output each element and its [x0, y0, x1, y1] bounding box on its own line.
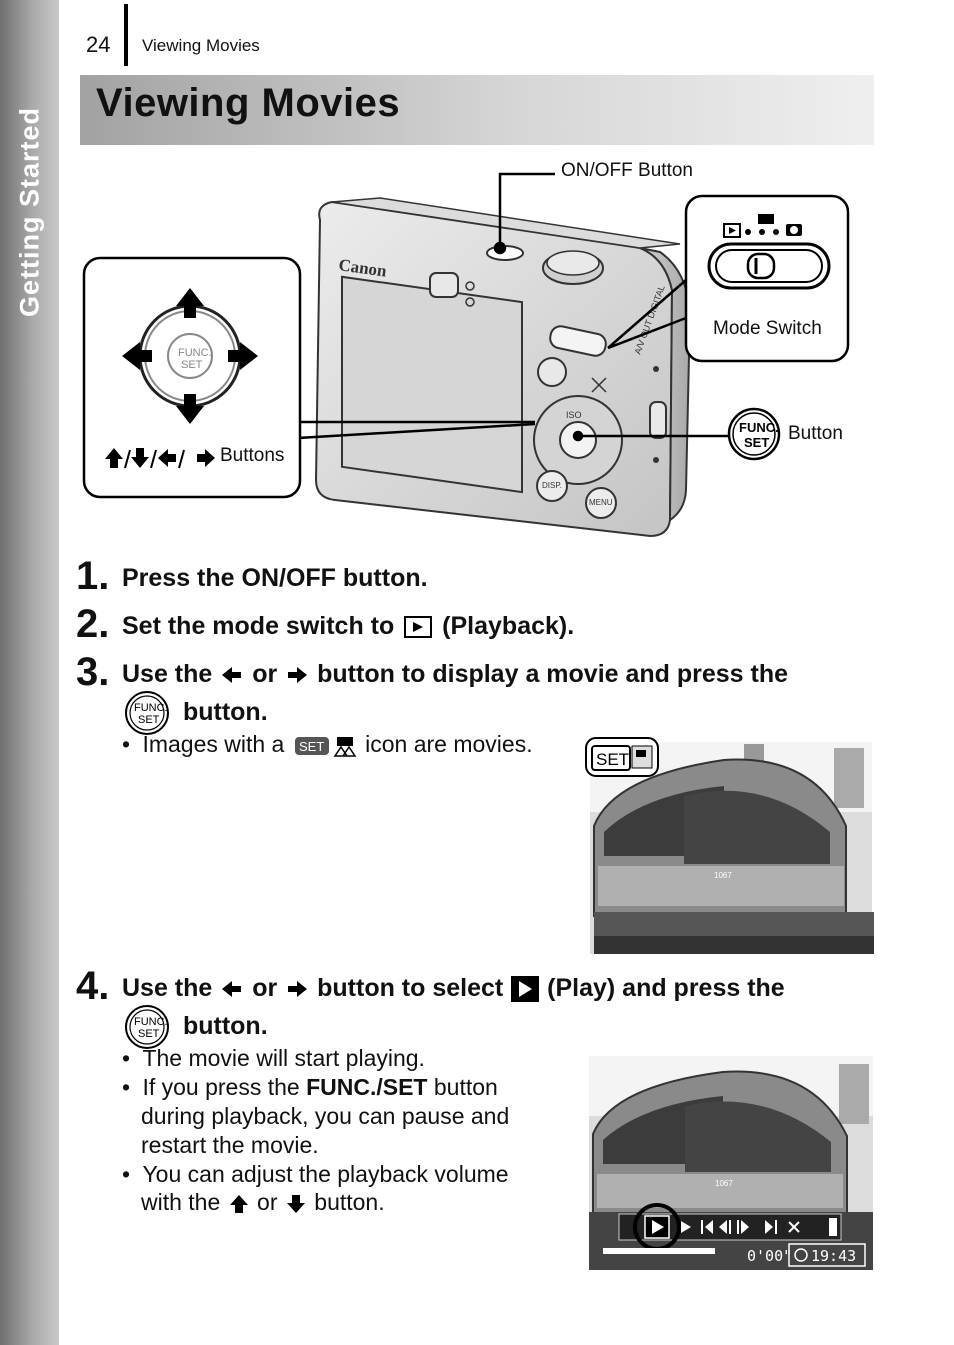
- step-4-text-5: button.: [182, 1011, 268, 1040]
- train-number: 1067: [715, 1179, 733, 1188]
- step-4-bullet-2-line-3: restart the movie.: [141, 1132, 319, 1158]
- step-2-number: 2.: [76, 602, 110, 646]
- set-icon-text: SET: [138, 1028, 160, 1040]
- movie-thumbnail-photo: 1067 SET: [585, 737, 874, 954]
- step-3-text-4: button.: [182, 697, 268, 726]
- dial-func-text: FUNC.: [178, 347, 212, 359]
- step-4-bullet-2-bold: FUNC./SET: [306, 1074, 428, 1100]
- section-side-tab-label: Getting Started: [14, 106, 45, 318]
- train-number: 1067: [714, 871, 732, 880]
- bullet: •: [122, 731, 131, 757]
- arrow-buttons-label: Buttons: [220, 445, 285, 466]
- step-4-bullet-3: • You can adjust the playback volume: [122, 1161, 509, 1188]
- step-4-bullet-3-text-1: with the: [141, 1189, 221, 1215]
- left-arrow-icon: [222, 667, 242, 684]
- step-1-number: 1.: [76, 554, 110, 598]
- step-4-line-2: FUNC. SET button.: [124, 1004, 268, 1050]
- step-3-number: 3.: [76, 650, 110, 694]
- mode-switch-closeup: [707, 214, 831, 290]
- right-arrow-icon: [288, 981, 308, 998]
- play-control-icon: [652, 1220, 664, 1234]
- step-4-bullet-3-text-3: button.: [314, 1189, 385, 1215]
- step-2-text: Set the mode switch to (Playback).: [122, 612, 574, 641]
- clock-icon: [794, 1248, 808, 1262]
- step-4-bullet-2-text-2: button: [433, 1074, 498, 1100]
- func-set-icon: FUNC. SET: [125, 1005, 169, 1049]
- func-icon-text: FUNC.: [134, 702, 168, 714]
- disp-label: DISP.: [542, 481, 562, 490]
- step-2-text-before: Set the mode switch to: [122, 612, 395, 640]
- right-arrow-icon: [288, 667, 308, 684]
- step-4-bullet-3-text-2: or: [257, 1189, 278, 1215]
- step-4-text-3: button to select: [317, 974, 504, 1002]
- up-arrow-icon: [229, 1194, 248, 1213]
- step-4-bullet-2-text-1: If you press the: [142, 1074, 300, 1100]
- func-icon-text: FUNC.: [134, 1016, 168, 1028]
- page-number: 24: [86, 32, 111, 57]
- playback-control-icons: [681, 1218, 837, 1236]
- step-3-bullet-text-1: Images with a: [142, 731, 285, 757]
- left-arrow-icon: [222, 981, 242, 998]
- mode-switch-label: Mode Switch: [713, 318, 822, 339]
- play-icon: [511, 976, 540, 1003]
- down-arrow-icon: [286, 1194, 305, 1213]
- menu-label: MENU: [589, 498, 613, 507]
- arrow-buttons-symbols: [105, 448, 215, 469]
- four-way-dial-closeup: [122, 288, 258, 424]
- step-3-bullet: • Images with a SET icon are movies.: [122, 731, 533, 758]
- step-3-text-1: Use the: [122, 660, 213, 688]
- set-icon-text: SET: [299, 739, 324, 754]
- page-title: Viewing Movies: [96, 81, 401, 125]
- playback-icon: [404, 616, 433, 639]
- iso-label: ISO: [566, 410, 582, 420]
- playback-progress-track: [603, 1248, 715, 1254]
- time-elapsed: 0'00": [747, 1247, 792, 1265]
- step-1-text: Press the ON/OFF button.: [122, 564, 428, 592]
- step-4-bullet-3-text: You can adjust the playback volume: [142, 1161, 509, 1187]
- func-button-label: Button: [788, 423, 843, 444]
- bullet: •: [122, 1161, 131, 1187]
- step-4-text-2: or: [252, 974, 278, 1002]
- dial-set-text: SET: [181, 359, 203, 371]
- step-4-text-4: (Play) and press the: [547, 974, 785, 1002]
- title-bar: Viewing Movies: [80, 75, 874, 145]
- step-3-line-1: Use the or button to display a movie and…: [122, 660, 788, 689]
- time-total-box: [788, 1243, 866, 1267]
- step-3-text-3: button to display a movie and press the: [317, 660, 789, 688]
- step-4-bullet-2-line-2: during playback, you can pause and: [141, 1103, 510, 1129]
- step-3-text-2: or: [252, 660, 278, 688]
- set-icon-text: SET: [138, 714, 160, 726]
- step-4-bullet-3-line-2: with the or button.: [141, 1189, 385, 1216]
- func-icon-text: FUNC.: [739, 420, 779, 435]
- step-4-bullet-2: • If you press the FUNC./SET button: [122, 1074, 498, 1101]
- camera-illustration: Canon A/V OUT DIGITAL ISO DISP. MENU: [82, 172, 850, 538]
- movie-set-icon: SET: [294, 736, 357, 757]
- set-icon-text: SET: [744, 435, 769, 450]
- step-4-line-1: Use the or button to select (Play) and p…: [122, 974, 785, 1003]
- bullet: •: [122, 1074, 131, 1100]
- step-4-number: 4.: [76, 964, 110, 1008]
- bullet: •: [122, 1045, 131, 1071]
- set-overlay-label: SET: [596, 750, 629, 769]
- time-total: 19:43: [811, 1247, 856, 1265]
- func-set-icon: [727, 407, 781, 461]
- step-4-bullet-1: • The movie will start playing.: [122, 1045, 425, 1072]
- step-2-text-after: (Playback).: [442, 612, 575, 640]
- on-off-button-label: ON/OFF Button: [561, 160, 693, 181]
- func-set-icon: FUNC. SET: [125, 691, 169, 735]
- camera-diagram: Canon A/V OUT DIGITAL ISO DISP. MENU: [80, 160, 880, 545]
- step-4-bullet-1-text: The movie will start playing.: [142, 1045, 425, 1071]
- running-head: Viewing Movies: [142, 36, 260, 55]
- movie-playback-photo: 1067 0'00" 19:43: [589, 1056, 873, 1270]
- step-3-line-2: FUNC. SET button.: [124, 690, 268, 736]
- step-4-text-1: Use the: [122, 974, 213, 1002]
- header-divider: [124, 4, 128, 66]
- step-3-bullet-text-2: icon are movies.: [365, 731, 533, 757]
- section-side-tab: Getting Started: [0, 0, 59, 1345]
- callout-lines: [297, 172, 728, 442]
